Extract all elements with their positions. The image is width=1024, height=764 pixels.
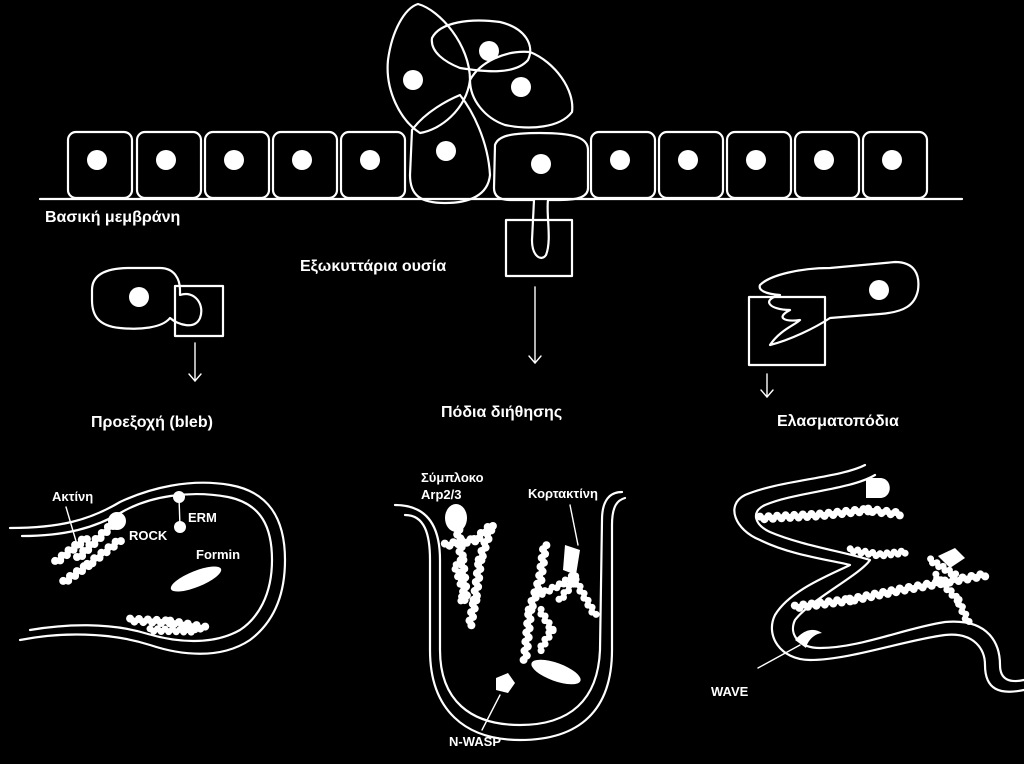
nucleus — [746, 150, 766, 170]
nucleus — [479, 41, 499, 61]
nucleus — [869, 280, 889, 300]
arp23-label-line1: Σύμπλοκο — [421, 470, 484, 485]
lamellipodia-title: Ελασματοπόδια — [777, 413, 899, 430]
nucleus — [882, 150, 902, 170]
nucleus — [436, 141, 456, 161]
actin-bead — [457, 597, 465, 605]
rock-molecule — [108, 512, 126, 530]
nucleus — [678, 150, 698, 170]
nucleus — [511, 77, 531, 97]
epithelial-cell — [861, 130, 929, 200]
actin-bead — [51, 556, 60, 565]
cortactin-pointer — [569, 504, 579, 546]
rock-label: ROCK — [129, 528, 168, 543]
nucleus — [403, 70, 423, 90]
cortactin-molecule — [938, 548, 965, 568]
actin-bead — [59, 576, 68, 585]
invading-cell — [468, 50, 574, 129]
nucleus — [360, 150, 380, 170]
actin-bead — [952, 570, 960, 578]
actin-bead — [895, 511, 904, 520]
lamellipodia-detail-panel — [733, 463, 1024, 693]
nucleus — [129, 287, 149, 307]
epithelial-cell-row — [66, 130, 929, 200]
arrow-head — [188, 373, 202, 383]
arp23-complex — [445, 504, 467, 532]
epithelial-layer — [38, 2, 964, 278]
bleb-cell — [90, 266, 225, 383]
epithelial-cell — [339, 130, 407, 200]
actin-bead — [901, 549, 909, 557]
actin-bundle — [531, 659, 581, 685]
nucleus — [224, 150, 244, 170]
invading-cell — [408, 93, 492, 205]
cortactin-label: Κορτακτίνη — [528, 486, 598, 501]
erm-link — [178, 496, 181, 528]
invadopodium-cell — [492, 131, 590, 259]
nucleus — [610, 150, 630, 170]
actin-bead — [592, 610, 600, 618]
nucleus — [156, 150, 176, 170]
actin-filaments — [51, 522, 210, 636]
basement-membrane-label: Βασική μεμβράνη — [45, 209, 181, 226]
invading-cell — [430, 19, 532, 73]
actin-bead — [191, 626, 199, 634]
actin-bead — [537, 647, 545, 655]
lamellipodia-cell — [747, 260, 920, 399]
arp23-complex — [866, 478, 890, 498]
nucleus — [292, 150, 312, 170]
zoom-box-bleb — [173, 284, 225, 338]
nucleus — [87, 150, 107, 170]
arrow-head — [760, 389, 774, 399]
epithelial-cell — [135, 130, 203, 200]
epithelial-cell — [725, 130, 793, 200]
wave-molecule — [795, 629, 822, 648]
actin-bead — [201, 622, 210, 631]
bleb-title: Προεξοχή (bleb) — [91, 414, 213, 431]
formin-molecule — [170, 566, 222, 592]
ecm-label: Εξωκυττάρια ουσία — [300, 258, 447, 275]
epithelial-cell — [657, 130, 725, 200]
wave-pointer — [757, 644, 801, 669]
zoom-box-lamellipodium — [747, 295, 827, 367]
epithelial-cell — [589, 130, 657, 200]
actin-pointer — [65, 506, 79, 549]
epithelial-cell — [203, 130, 271, 200]
actin-bead — [981, 572, 990, 581]
invadopodia-title: Πόδια διήθησης — [441, 404, 563, 421]
invading-cell — [386, 2, 472, 135]
epithelial-cell — [271, 130, 339, 200]
epithelial-cell — [793, 130, 861, 200]
formin-label: Formin — [196, 547, 241, 562]
nucleus — [814, 150, 834, 170]
bleb-detail-panel — [8, 481, 287, 655]
actin-label: Ακτίνη — [52, 489, 94, 504]
cortactin-molecule — [563, 545, 580, 575]
actin-bead — [965, 618, 973, 625]
actin-bead — [73, 553, 81, 561]
nwasp-label: N-WASP — [449, 734, 501, 749]
epithelial-cell — [66, 130, 134, 200]
nwasp-molecule — [496, 673, 515, 693]
arrow-head — [528, 355, 542, 365]
invadopodia-detail-panel — [393, 490, 627, 742]
erm-label: ERM — [188, 510, 217, 525]
actin-filaments — [440, 522, 600, 664]
actin-bead — [519, 655, 528, 664]
nucleus — [531, 154, 551, 174]
actin-filaments — [755, 504, 990, 625]
actin-bead — [467, 621, 476, 630]
zoom-box-invadopodium — [504, 218, 574, 278]
arp23-label-line2: Arp2/3 — [421, 487, 462, 502]
wave-label: WAVE — [711, 684, 749, 699]
nwasp-pointer — [481, 694, 501, 731]
